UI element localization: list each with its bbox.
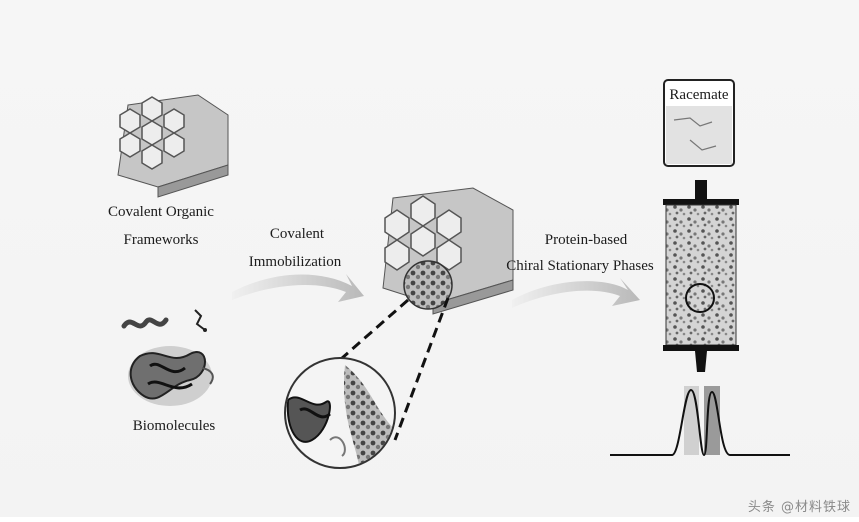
label-immob-line2: Immobilization (248, 254, 342, 270)
label-csp-line1: Protein-based (544, 232, 628, 248)
chromatogram-peaks-icon (610, 386, 790, 457)
watermark-text: 头条 @材料铁球 (747, 500, 851, 515)
label-immob-line1: Covalent (269, 226, 325, 242)
arrow-immobilization (232, 274, 364, 302)
cof-hexagon-bundle-icon (117, 94, 229, 198)
label-csp-line2: Chiral Stationary Phases (506, 258, 654, 274)
label-biomolecules: Biomolecules (132, 418, 216, 434)
zoomed-protein-circle-icon (284, 357, 396, 469)
cof-protein-bundle-icon (382, 187, 514, 315)
arrow-csp (512, 278, 640, 308)
label-cof-line2: Frameworks (123, 232, 199, 248)
chromatography-column-icon (663, 180, 739, 372)
zoom-line-right (393, 297, 450, 441)
label-cof-line1: Covalent Organic (108, 204, 214, 220)
magnifier-circle-icon (403, 260, 453, 310)
small-molecule-icon (194, 309, 207, 332)
beaker-icon (663, 79, 735, 167)
helix-fragment-icon (121, 317, 169, 329)
label-racemate: Racemate (669, 87, 729, 103)
protein-molecule-icon (128, 346, 214, 406)
